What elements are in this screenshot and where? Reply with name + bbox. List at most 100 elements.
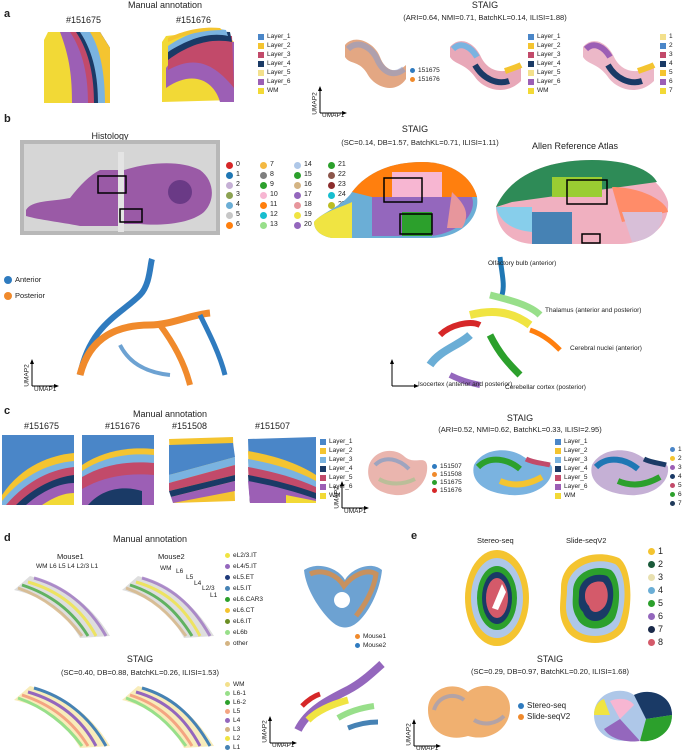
panel-b-histology bbox=[20, 140, 220, 235]
panel-e-umap-axes bbox=[412, 719, 441, 748]
panel-d-staig-mouse1 bbox=[14, 686, 110, 748]
panel-d-m2-l4: L4 bbox=[194, 580, 202, 587]
panel-d-mouse1: Mouse1 bbox=[57, 552, 84, 561]
panel-a-tissue-2 bbox=[162, 27, 234, 102]
panel-b-umap-axes bbox=[30, 359, 59, 388]
panel-c-umap1: UMAP1 bbox=[344, 508, 367, 515]
panel-c-sample2: #151676 bbox=[105, 421, 141, 431]
panel-b-annot-isocortex: Isocertex (anterior and posterior) bbox=[418, 381, 513, 388]
panel-d-staig-title: STAIG bbox=[126, 654, 154, 664]
panel-e-umap1: UMAP1 bbox=[416, 745, 439, 752]
panel-b-annot-cerebellar: Cerebellar cortex (posterior) bbox=[505, 384, 586, 391]
panel-d-umap2: UMAP2 bbox=[261, 720, 269, 743]
panel-a-sample2: #151676 bbox=[176, 15, 212, 25]
panel-a-cluster-legend: 1 2 3 4 5 6 7 bbox=[660, 32, 673, 95]
panel-d-mouse1-layers: WM L6 L5 L4 L2/3 L1 bbox=[36, 563, 99, 570]
panel-a-sample1: #151675 bbox=[66, 15, 102, 25]
panel-a-layer-legend-2: Layer_1 Layer_2 Layer_3 Layer_4 Layer_5 … bbox=[528, 32, 561, 95]
panel-c-manual-title: Manual annotation bbox=[132, 409, 208, 419]
panel-b-allen-title: Allen Reference Atlas bbox=[531, 141, 619, 151]
panel-c-umap-axes bbox=[340, 481, 369, 510]
panel-b-annot-thalamus: Thalamus (anterior and posterior) bbox=[545, 307, 642, 314]
panel-e-umap-batch bbox=[428, 685, 510, 738]
panel-c-sample3: #151508 bbox=[172, 421, 208, 431]
panel-c-staig-metrics: (ARI=0.52, NMI=0.62, BatchKL=0.33, ILISI… bbox=[438, 425, 602, 434]
panel-d-tissue-mouse1 bbox=[14, 576, 110, 638]
panel-d-batch-legend: Mouse1 Mouse2 bbox=[355, 632, 386, 650]
panel-e-staig-title: STAIG bbox=[536, 654, 564, 664]
panel-d-celltype-legend: eL2/3.IT eL4/5.IT eL5.ET eL5.IT eL6.CAR3… bbox=[225, 550, 263, 649]
panel-d-tissue-mouse2 bbox=[122, 576, 214, 638]
panel-e-slide: Slide-seqV2 bbox=[566, 536, 607, 545]
panel-a-staig-title: STAIG bbox=[471, 0, 499, 10]
panel-c-staig-title: STAIG bbox=[506, 413, 534, 423]
panel-a-label: a bbox=[4, 8, 11, 20]
panel-d-umap-axes bbox=[268, 716, 297, 745]
panel-b-staig-map bbox=[314, 162, 478, 238]
panel-b-annot-cerebral: Cerebral nuclei (anterior) bbox=[570, 345, 642, 352]
panel-e-umap-clusters bbox=[594, 690, 672, 742]
panel-b-histology-title: Histology bbox=[91, 131, 129, 141]
panel-c-label: c bbox=[4, 405, 11, 417]
panel-c-tissue-1 bbox=[2, 435, 74, 505]
panel-e-stereo: Stereo-seq bbox=[477, 536, 514, 545]
panel-d-m2-wm: WM bbox=[160, 565, 172, 572]
panel-a-tissue-1 bbox=[44, 32, 110, 103]
panel-d-umap-clusters bbox=[294, 661, 385, 732]
panel-c-umap-layers bbox=[473, 450, 553, 496]
panel-a-umap2: UMAP2 bbox=[311, 92, 319, 115]
panel-b-umap2: UMAP2 bbox=[23, 364, 31, 387]
panel-e-label: e bbox=[411, 530, 418, 542]
panel-e-staig-metrics: (SC=0.29, DB=0.97, BatchKL=0.20, ILISI=1… bbox=[470, 667, 630, 676]
panel-b-umap1: UMAP1 bbox=[34, 386, 57, 393]
panel-a-umap-clusters bbox=[583, 41, 656, 90]
panel-d-m2-l1: L1 bbox=[210, 592, 218, 599]
panel-c-tissue-3 bbox=[169, 437, 235, 503]
panel-b-annot-olfactory: Olfactory bulb (anterior) bbox=[488, 260, 557, 267]
panel-e-stereo-tissue bbox=[465, 550, 529, 646]
panel-c-tissue-2 bbox=[82, 435, 154, 505]
panel-e-batch-legend: Stereo-seq Slide-seqV2 bbox=[518, 700, 570, 722]
panel-c-sample1: #151675 bbox=[24, 421, 60, 431]
panel-a-umap-axes bbox=[318, 86, 347, 115]
panel-b-umap-batch bbox=[76, 258, 228, 386]
panel-a-umap-batch bbox=[345, 39, 406, 88]
panel-d-cluster-legend: WM L6-1 L6-2 L5 L4 L3 L2 L1 bbox=[225, 680, 246, 752]
panel-c-batch-legend: 151507 151508 151675 151676 bbox=[432, 462, 462, 494]
panel-e-slide-tissue bbox=[560, 554, 631, 643]
panel-b-staig-metrics: (SC=0.14, DB=1.57, BatchKL=0.71, ILISI=1… bbox=[341, 138, 499, 147]
panel-d-m2-l5: L5 bbox=[186, 574, 194, 581]
panel-b-umap-axes-2 bbox=[390, 359, 419, 388]
panel-c-cluster-legend: 1 2 3 4 5 6 7 bbox=[670, 445, 682, 508]
panel-c-sample4: #151507 bbox=[255, 421, 291, 431]
panel-d-m2-l23: L2/3 bbox=[202, 585, 215, 592]
panel-b-cluster-legend: 0 7 14 1 8 15 2 9 16 3 10 17 4 11 18 5 1… bbox=[226, 160, 328, 230]
panel-b-allen-map bbox=[496, 160, 669, 244]
panel-d-umap-batch bbox=[304, 565, 382, 628]
panel-c-umap2: UMAP2 bbox=[333, 486, 341, 509]
panel-b-umap-clusters bbox=[426, 256, 562, 388]
panel-a-umap-layers bbox=[450, 41, 523, 90]
panel-d-umap1: UMAP1 bbox=[272, 742, 295, 749]
panel-b-staig-title: STAIG bbox=[401, 124, 429, 134]
panel-a-umap1: UMAP1 bbox=[322, 112, 345, 119]
panel-b-batch-legend: Anterior Posterior bbox=[4, 272, 45, 304]
panel-c-layer-legend-2: Layer_1 Layer_2 Layer_3 Layer_4 Layer_5 … bbox=[555, 437, 588, 500]
panel-e-umap2: UMAP2 bbox=[405, 723, 413, 746]
panel-c-umap-clusters bbox=[591, 450, 669, 496]
panel-e-cluster-legend: 1 2 3 4 5 6 7 8 bbox=[648, 545, 663, 649]
panel-d-m2-l6: L6 bbox=[176, 568, 184, 575]
panel-a-manual-title: Manual annotation bbox=[127, 0, 203, 10]
panel-a-staig-metrics: (ARI=0.64, NMI=0.71, BatchKL=0.14, ILISI… bbox=[403, 13, 567, 22]
panel-d-staig-mouse2 bbox=[122, 686, 214, 748]
panel-d-staig-metrics: (SC=0.40, DB=0.88, BatchKL=0.26, ILISI=1… bbox=[60, 668, 220, 677]
panel-c-layer-legend: Layer_1 Layer_2 Layer_3 Layer_4 Layer_5 … bbox=[320, 437, 353, 500]
panel-b-label: b bbox=[4, 113, 11, 125]
panel-d-mouse2: Mouse2 bbox=[158, 552, 185, 561]
panel-a-batch-legend: 151675 151676 bbox=[410, 66, 440, 84]
panel-c-tissue-4 bbox=[248, 437, 316, 503]
panel-c-umap-batch bbox=[368, 450, 428, 496]
panel-d-manual-title: Manual annotation bbox=[112, 534, 188, 544]
panel-d-label: d bbox=[4, 532, 11, 544]
panel-a-layer-legend: Layer_1 Layer_2 Layer_3 Layer_4 Layer_5 … bbox=[258, 32, 291, 95]
